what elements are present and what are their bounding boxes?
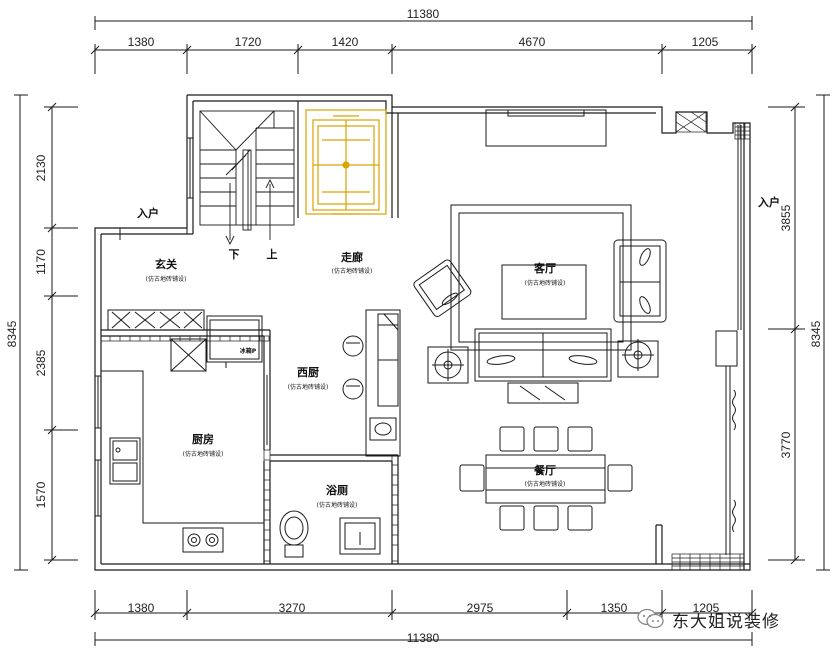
entry-label-left: 入户 [137, 206, 159, 220]
left-dim-1: 2130 [34, 154, 48, 181]
fridge-label: 冰箱P [240, 347, 257, 355]
top-total-dim: 11380 [407, 7, 440, 21]
bottom-dim-4: 1350 [601, 601, 628, 615]
bath-note: (仿古地砖铺设) [317, 501, 358, 509]
right-dim-1: 3855 [779, 204, 793, 231]
top-dim-4: 4670 [519, 35, 546, 49]
right-total-dim: 8345 [809, 320, 823, 347]
bath-label: 浴厕 [326, 483, 348, 497]
foyer-note: (仿古地砖铺设) [146, 275, 187, 283]
staircase [199, 110, 295, 246]
kitchen-label: 厨房 [192, 432, 214, 446]
bathroom-fixtures [279, 510, 381, 558]
right-dimensions [768, 94, 830, 571]
western-kitchen-note: (仿古地砖铺设) [288, 383, 329, 391]
left-total-dim: 8345 [5, 320, 19, 347]
foyer-label: 玄关 [155, 257, 177, 271]
left-windows [94, 137, 194, 517]
entry-label-right: 入户 [758, 195, 780, 209]
watermark-text: 东大姐说装修 [672, 611, 780, 632]
elevator [305, 109, 387, 215]
dimension-labels: 11380 1380 1720 1420 4670 1205 1380 3270… [5, 7, 823, 645]
right-windows [715, 125, 742, 555]
tv-cabinet [485, 109, 607, 147]
bottom-total-dim: 11380 [407, 631, 440, 645]
dining-set [459, 426, 633, 531]
bottom-dim-5: 1205 [693, 601, 720, 615]
left-dim-2: 1170 [34, 249, 48, 275]
hall-note: (仿古地砖铺设) [332, 267, 373, 275]
wechat-icon [637, 608, 664, 629]
bottom-dim-2: 3270 [279, 601, 306, 615]
living-note: (仿古地砖铺设) [525, 279, 566, 287]
entry-door [119, 210, 188, 240]
top-dimensions [90, 16, 757, 74]
right-dim-2: 3770 [779, 431, 793, 458]
living-room-furniture [413, 204, 667, 404]
hatched-blocks [100, 111, 751, 571]
left-dim-4: 1570 [34, 481, 48, 508]
dining-label: 餐厅 [533, 463, 556, 477]
top-dim-5: 1205 [692, 35, 719, 49]
top-dim-3: 1420 [332, 35, 359, 49]
dining-note: (仿古地砖铺设) [525, 480, 566, 488]
left-dimensions [14, 94, 78, 571]
living-label: 客厅 [533, 261, 556, 275]
western-kitchen-label: 西厨 [297, 366, 319, 379]
watermark: 东大姐说装修 [636, 604, 780, 634]
left-dim-3: 2385 [34, 349, 48, 376]
bottom-dim-3: 2975 [467, 601, 494, 615]
stair-down-label: 下 [229, 248, 240, 261]
bottom-dim-1: 1380 [128, 601, 155, 615]
room-labels: 入户 入户 玄关 (仿古地砖铺设) 下 上 走廊 (仿古地砖铺设) 客厅 (仿古… [137, 195, 780, 509]
bar-counter [342, 309, 401, 457]
kitchen-note: (仿古地砖铺设) [183, 450, 224, 458]
hall-label: 走廊 [340, 250, 363, 264]
top-dim-2: 1720 [235, 35, 262, 49]
stair-up-label: 上 [267, 247, 278, 261]
kitchen-fixtures [101, 309, 268, 553]
top-dim-1: 1380 [128, 35, 155, 49]
